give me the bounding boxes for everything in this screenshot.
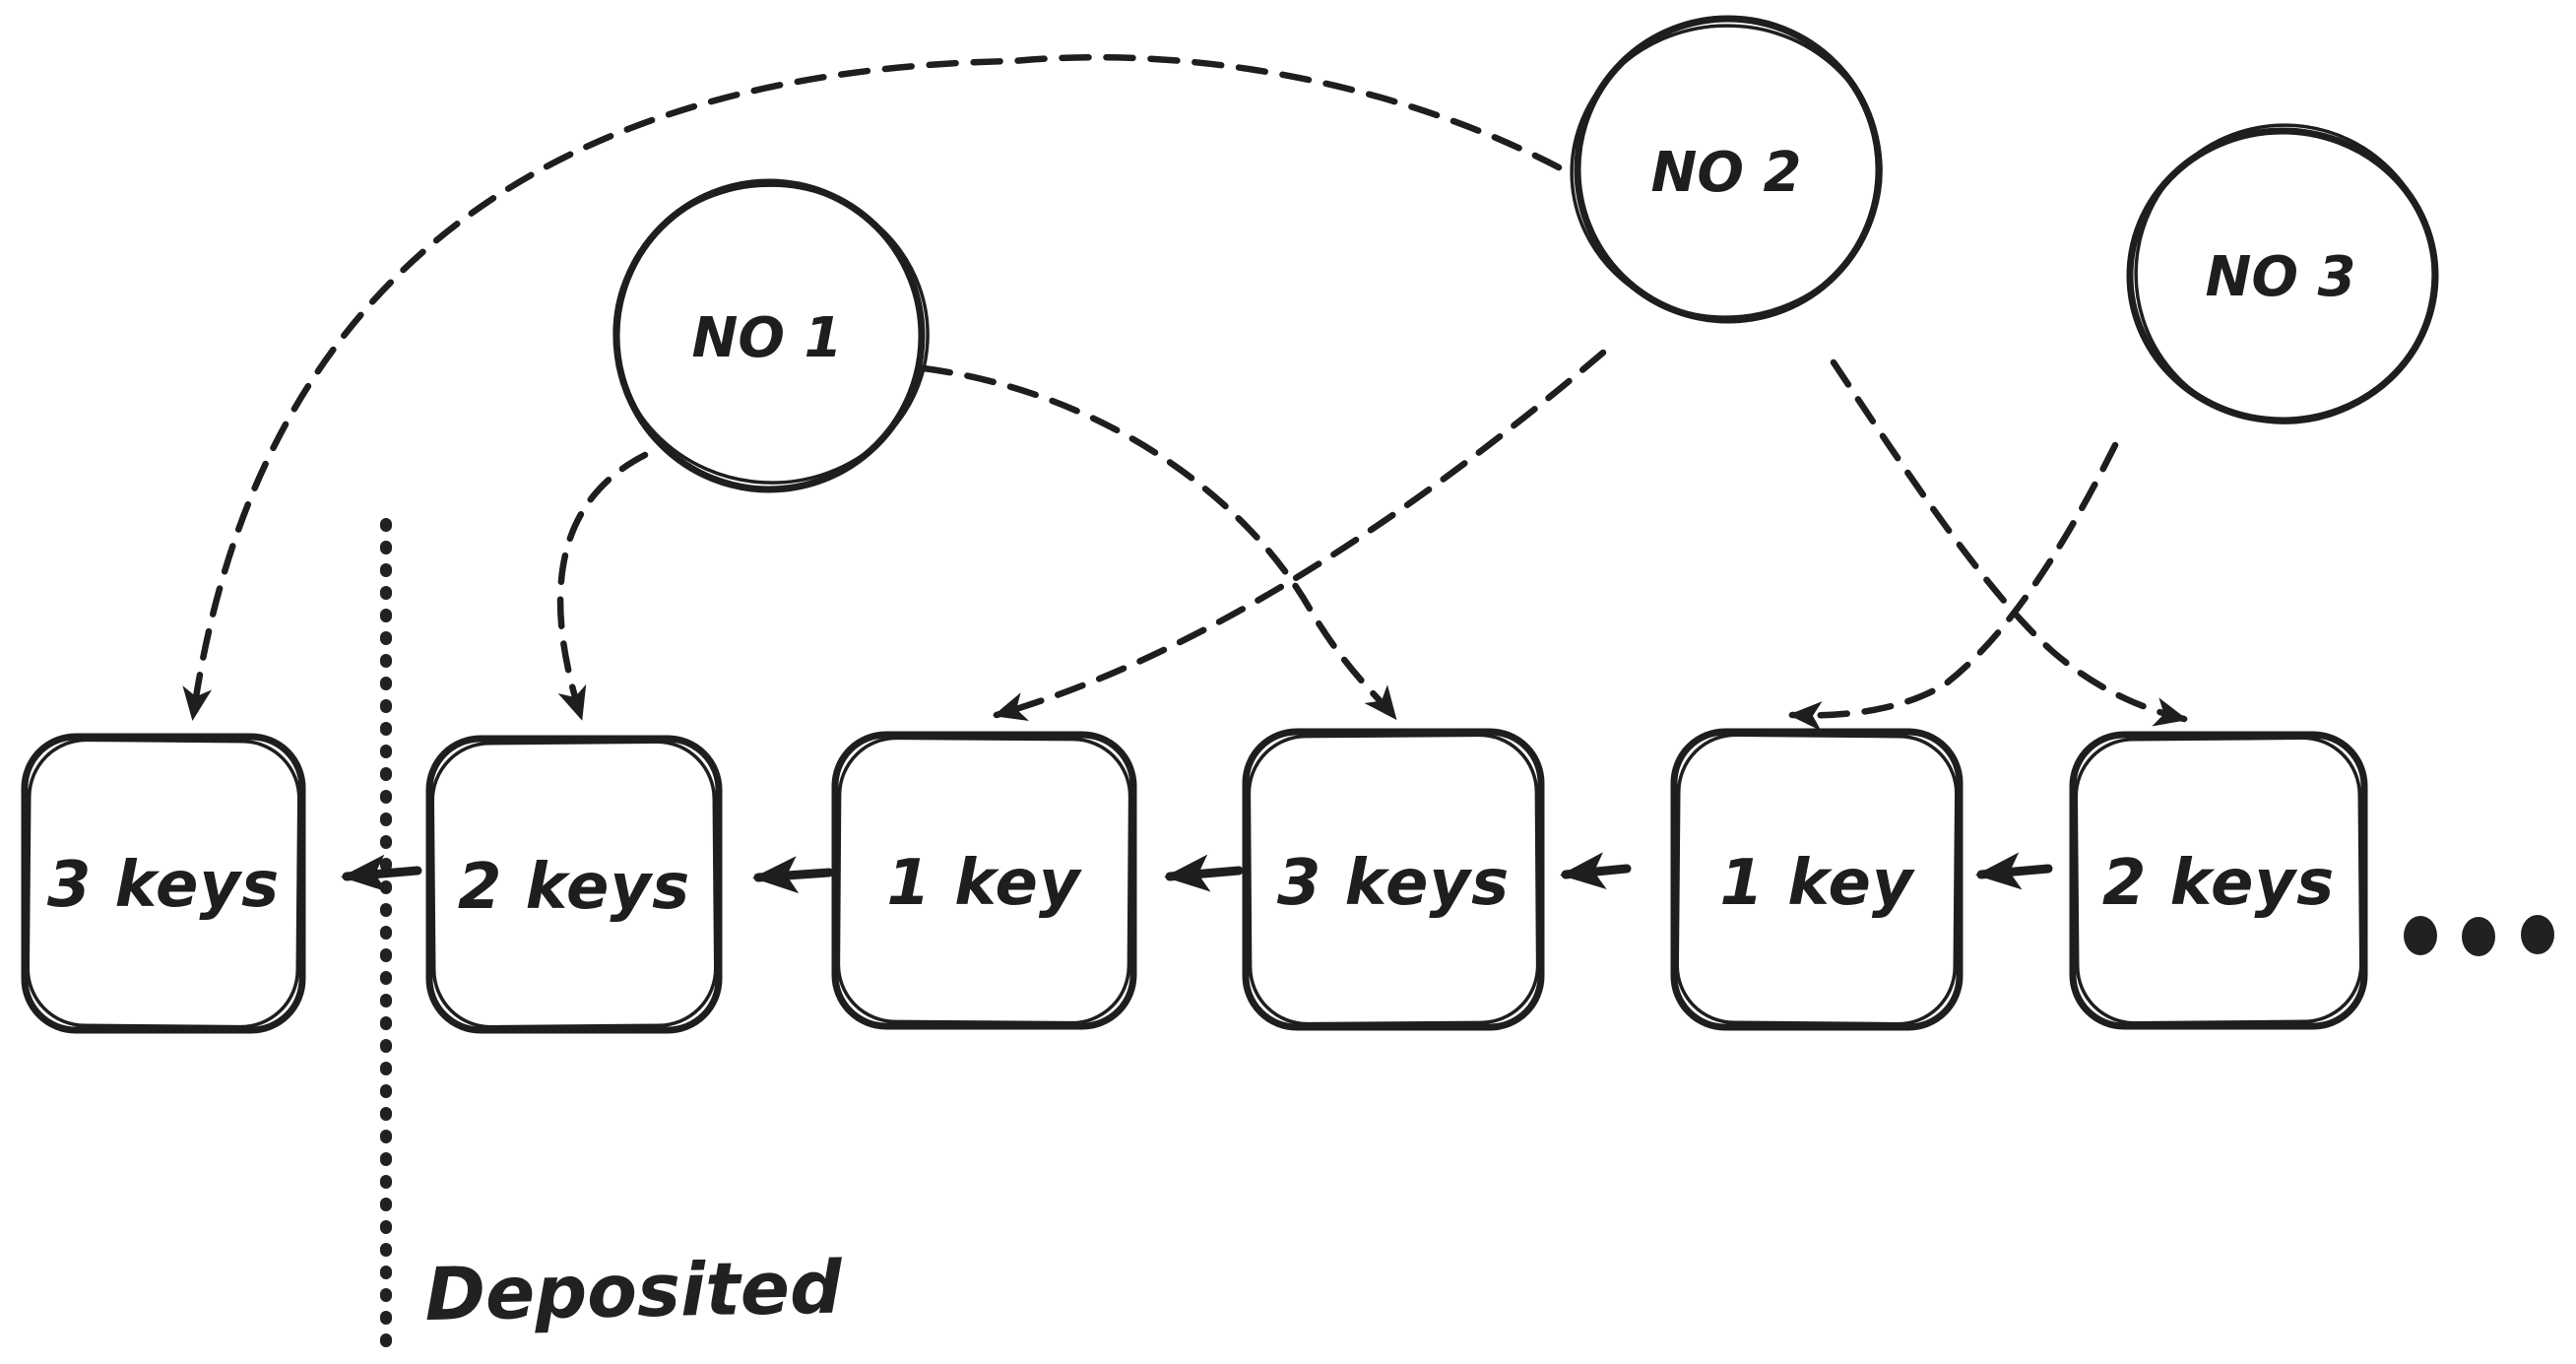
operator-no2-label: NO 2 bbox=[1651, 141, 1802, 205]
keys-box-6: 2 keys bbox=[2069, 731, 2368, 1030]
keys-box-2-sketch-stroke bbox=[430, 740, 718, 1029]
keys-box-4: 3 keys bbox=[1242, 728, 1545, 1031]
keys-box-6-sketch-stroke bbox=[2074, 736, 2363, 1025]
keys-box-1-label: 3 keys bbox=[47, 849, 280, 922]
keys-box-5-sketch-stroke bbox=[1675, 733, 1959, 1026]
chain-arrow-box4-to-box3 bbox=[1164, 854, 1244, 892]
dashed-arrows bbox=[182, 53, 2188, 732]
operator-no2-sketch-stroke bbox=[1570, 24, 1883, 319]
keys-box-3-shape bbox=[831, 731, 1137, 1030]
keys-box-2-shape bbox=[425, 735, 723, 1034]
ellipsis-dot-2 bbox=[2462, 917, 2495, 956]
operator-no3-sketch-stroke bbox=[2134, 123, 2435, 424]
chain-arrow-box5-to-box4 bbox=[1560, 852, 1632, 890]
operator-circle-no3: NO 3 bbox=[2126, 123, 2439, 424]
operator-no1-label: NO 1 bbox=[692, 306, 843, 370]
chain-arrows bbox=[341, 852, 2053, 894]
chain-arrow-box3-to-box2 bbox=[752, 856, 834, 894]
keys-box-1: 3 keys bbox=[21, 733, 306, 1034]
keys-box-1-shape bbox=[21, 733, 306, 1034]
operator-no1-shape bbox=[612, 178, 926, 493]
keys-box-4-sketch-stroke bbox=[1247, 733, 1540, 1026]
ellipsis-dot-3 bbox=[2521, 915, 2554, 954]
keys-box-3-sketch-stroke bbox=[836, 736, 1132, 1025]
dashed-arrow-no2-to-box1 bbox=[182, 53, 1563, 721]
chain-arrow-box6-to-box5 bbox=[1975, 852, 2053, 890]
deposited-label: Deposited bbox=[424, 1246, 844, 1337]
operator-no3-label: NO 3 bbox=[2206, 245, 2356, 309]
keys-box-5-label: 1 key bbox=[1719, 847, 1915, 920]
dashed-arrow-no2-to-box6 bbox=[1830, 358, 2188, 727]
keys-box-3: 1 key bbox=[831, 731, 1137, 1030]
operator-no3-shape bbox=[2126, 127, 2439, 424]
chain-arrow-box2-to-box1 bbox=[341, 854, 422, 892]
keys-box-1-sketch-stroke bbox=[26, 738, 301, 1029]
dashed-arrow-no1-to-box2 bbox=[556, 451, 649, 721]
keys-box-4-shape bbox=[1242, 728, 1545, 1031]
operator-circle-no1: NO 1 bbox=[612, 178, 930, 493]
keys-box-6-shape bbox=[2069, 731, 2368, 1030]
keys-box-2: 2 keys bbox=[425, 735, 723, 1034]
keys-box-5-shape bbox=[1670, 728, 1964, 1031]
operator-circle-no2: NO 2 bbox=[1570, 15, 1883, 324]
dashed-arrow-no2-to-box3 bbox=[993, 349, 1607, 721]
keys-box-6-label: 2 keys bbox=[2102, 847, 2335, 920]
ellipsis-icon bbox=[2404, 915, 2554, 956]
dashed-arrow-no3-to-box5 bbox=[1788, 441, 2119, 732]
dashed-arrow-no1-to-box4 bbox=[920, 364, 1398, 721]
keys-box-2-label: 2 keys bbox=[458, 851, 690, 924]
keys-box-3-label: 1 key bbox=[886, 847, 1082, 920]
ellipsis-dot-1 bbox=[2404, 916, 2437, 955]
keys-box-5: 1 key bbox=[1670, 728, 1964, 1031]
keys-box-4-label: 3 keys bbox=[1277, 847, 1510, 920]
operator-no1-sketch-stroke bbox=[612, 183, 930, 485]
operator-no2-shape bbox=[1574, 15, 1883, 324]
